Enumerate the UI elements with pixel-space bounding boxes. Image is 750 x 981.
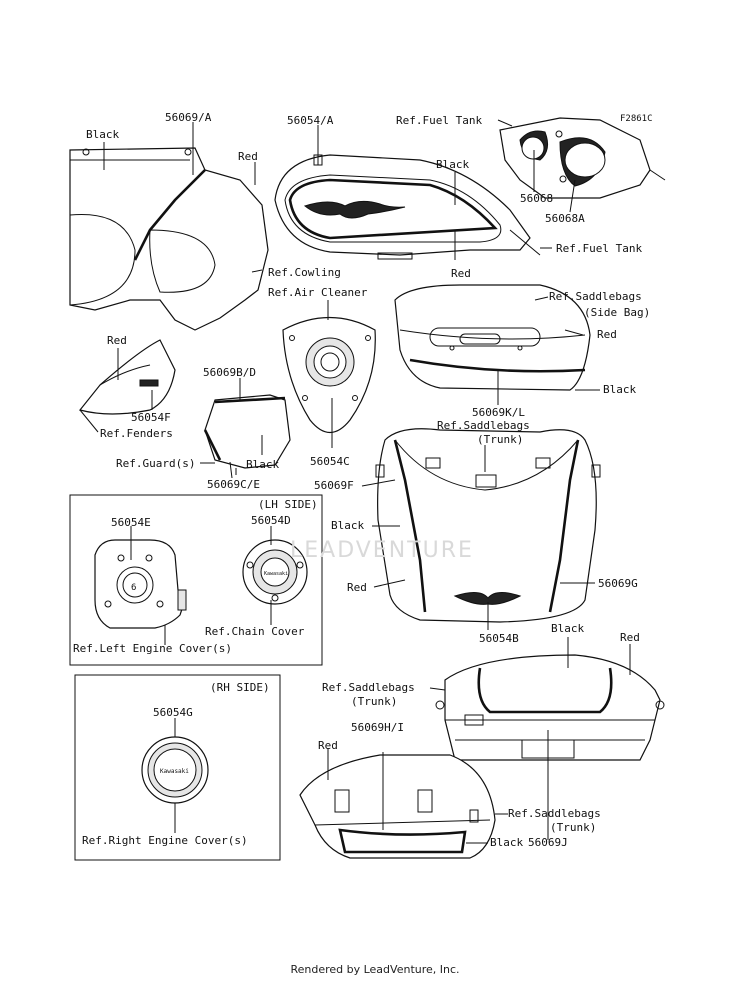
trunk-lid-part — [435, 654, 665, 761]
label-red-6: Red — [620, 631, 640, 644]
label-ref-fenders: Ref.Fenders — [100, 427, 173, 440]
label-56069-c-e: 56069C/E — [207, 478, 260, 491]
trunk-side-part — [299, 754, 496, 859]
label-56054-f: 56054F — [131, 411, 171, 424]
emblem-lh: Kawasaki — [264, 571, 288, 577]
label-black-2: Black — [436, 158, 469, 171]
label-ref-guard: Ref.Guard(s) — [116, 457, 195, 470]
label-red-5: Red — [347, 581, 367, 594]
trunk-front-part — [375, 428, 601, 623]
label-ref-fuel-tank-1: Ref.Fuel Tank — [396, 114, 482, 127]
diagram-code: F2861C — [620, 114, 653, 124]
leader-lines — [79, 119, 631, 844]
label-rh-side: (RH SIDE) — [210, 681, 270, 694]
label-56069-b-d: 56069B/D — [203, 366, 256, 379]
label-ref-air-cleaner: Ref.Air Cleaner — [268, 286, 368, 299]
label-black-6: Black — [551, 622, 584, 635]
label-red-1: Red — [238, 150, 258, 163]
chain-cover-part — [242, 539, 308, 605]
label-ref-saddlebags-trunk-2b: (Trunk) — [351, 695, 397, 708]
label-56068a: 56068A — [545, 212, 585, 225]
label-56068: 56068 — [520, 192, 553, 205]
footer-credit: Rendered by LeadVenture, Inc. — [290, 963, 460, 976]
label-ref-cowling: Ref.Cowling — [268, 266, 341, 279]
label-ref-saddlebags-trunk-1b: (Trunk) — [477, 433, 523, 446]
label-56054-e: 56054E — [111, 516, 151, 529]
label-56069-g: 56069G — [598, 577, 638, 590]
label-red-4: Red — [107, 334, 127, 347]
label-ref-saddlebags-trunk-3a: Ref.Saddlebags — [508, 807, 601, 820]
label-ref-saddlebags-trunk-2a: Ref.Saddlebags — [322, 681, 415, 694]
guard-part — [203, 394, 291, 479]
left-engine-cover-part — [94, 539, 187, 629]
watermark: LEADVENTURE — [290, 538, 474, 563]
label-black-4: Black — [246, 458, 279, 471]
label-ref-saddlebags-side-2: (Side Bag) — [584, 306, 650, 319]
side-cover-part — [499, 117, 666, 199]
label-ref-right-engine-cover: Ref.Right Engine Cover(s) — [82, 834, 248, 847]
emblem-rh: Kawasaki — [160, 768, 189, 775]
label-56054-d: 56054D — [251, 514, 291, 527]
fuel-tank-part — [274, 154, 541, 260]
label-56069-j: 56069J — [528, 836, 568, 849]
label-ref-saddlebags-trunk-3b: (Trunk) — [550, 821, 596, 834]
label-56054-b: 56054B — [479, 632, 519, 645]
label-ref-left-engine-cover: Ref.Left Engine Cover(s) — [73, 642, 232, 655]
fender-part — [78, 339, 176, 415]
label-56069-k-l: 56069K/L — [472, 406, 525, 419]
right-engine-cover-part — [141, 736, 209, 804]
label-56054-c: 56054C — [310, 455, 350, 468]
label-red-7: Red — [318, 739, 338, 752]
label-56054-g: 56054G — [153, 706, 193, 719]
label-ref-saddlebags-side-1: Ref.Saddlebags — [549, 290, 642, 303]
label-black-1: Black — [86, 128, 119, 141]
saddlebag-side-part — [394, 284, 591, 391]
label-lh-side: (LH SIDE) — [258, 498, 318, 511]
label-black-5: Black — [331, 519, 364, 532]
lh-side-box — [69, 494, 323, 666]
label-red-3: Red — [597, 328, 617, 341]
label-56069-f: 56069F — [314, 479, 354, 492]
air-cleaner-part — [282, 317, 376, 434]
label-ref-saddlebags-trunk-1a: Ref.Saddlebags — [437, 419, 530, 432]
label-red-2: Red — [451, 267, 471, 280]
label-56069-a: 56069/A — [165, 111, 212, 124]
label-black-7: Black — [490, 836, 523, 849]
cowling-part — [69, 147, 269, 331]
rh-side-box — [74, 674, 281, 861]
label-black-3: Black — [603, 383, 636, 396]
label-56054-a: 56054/A — [287, 114, 334, 127]
label-ref-fuel-tank-2: Ref.Fuel Tank — [556, 242, 642, 255]
label-ref-chain-cover: Ref.Chain Cover — [205, 625, 305, 638]
gauge-digit: 6 — [131, 583, 136, 593]
label-56069-h-i: 56069H/I — [351, 721, 404, 734]
